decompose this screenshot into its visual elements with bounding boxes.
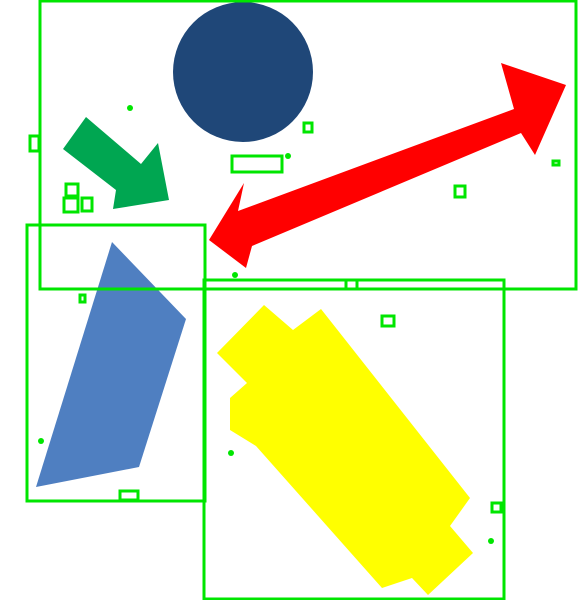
navy-circle[interactable] — [173, 2, 313, 142]
dots-layer — [38, 105, 494, 544]
annotation-small-box — [490, 501, 503, 514]
annotation-small-box — [78, 293, 87, 304]
green-arrow[interactable] — [63, 117, 169, 209]
annotation-small-box — [28, 134, 41, 153]
red-double-arrow[interactable] — [209, 63, 566, 268]
annotation-small-box — [453, 184, 467, 199]
annotation-marker-dot — [285, 153, 291, 159]
annotation-marker-dot — [127, 105, 133, 111]
yellow-stepped-shape[interactable] — [217, 305, 473, 595]
annotation-small-box — [64, 182, 80, 198]
shapes-layer — [36, 2, 566, 595]
annotation-small-box — [302, 121, 314, 134]
annotation-small-box — [551, 159, 561, 167]
annotation-marker-dot — [38, 438, 44, 444]
annotation-marker-dot — [488, 538, 494, 544]
annotation-marker-dot — [228, 450, 234, 456]
annotation-small-box — [344, 278, 359, 291]
annotation-marker-dot — [232, 272, 238, 278]
annotation-small-box — [380, 314, 396, 328]
blue-quadrilateral[interactable] — [36, 242, 186, 487]
annotation-small-box — [80, 196, 94, 213]
annotation-small-box — [118, 489, 140, 502]
annotation-small-box — [62, 196, 80, 214]
annotation-small-box — [230, 154, 284, 174]
annotations-layer — [25, 0, 578, 600]
